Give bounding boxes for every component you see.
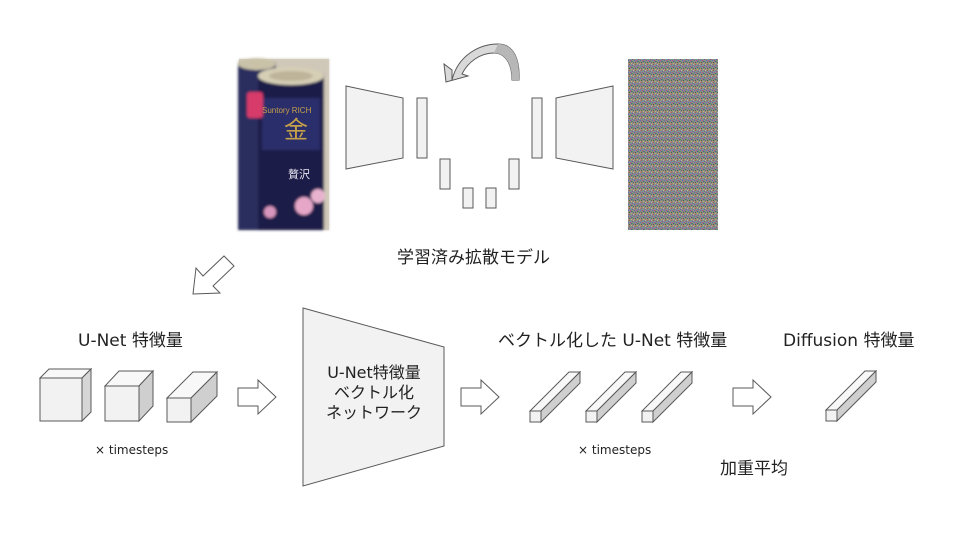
encoder-trapezoid <box>345 85 404 170</box>
can-kanji-sub: 贅沢 <box>288 167 310 181</box>
input-photo: 金 Suntory RICH 贅沢 <box>238 58 329 230</box>
diffusion-features-label: Diffusion 特徴量 <box>783 331 915 351</box>
arrow-right-1-icon <box>237 378 277 416</box>
curved-arrow-icon <box>443 43 520 83</box>
network-line-2: ベクトル化 <box>333 383 414 402</box>
vector-bar-2 <box>584 370 638 424</box>
unet-block-left-2 <box>439 158 451 190</box>
weighted-average-label: 加重平均 <box>720 459 788 479</box>
unet-block-bottom-1 <box>462 187 474 209</box>
network-line-1: U-Net特徴量 <box>327 363 421 382</box>
feature-cube-2 <box>103 369 155 423</box>
unet-block-right-2 <box>508 158 520 190</box>
unet-schematic <box>345 85 614 209</box>
timesteps-left-label: × timesteps <box>95 443 169 457</box>
vector-bar-1 <box>528 370 582 424</box>
unet-features-label: U-Net 特徴量 <box>78 331 183 351</box>
unet-block-bottom-2 <box>485 187 497 209</box>
can-kanji-gold: 金 <box>284 116 308 144</box>
decoder-trapezoid <box>555 85 614 170</box>
feature-cube-3 <box>165 370 219 424</box>
unet-block-left-1 <box>416 97 428 159</box>
pretrained-model-label: 学習済み拡散モデル <box>397 248 550 268</box>
unet-feature-cubes <box>38 367 219 424</box>
arrow-right-2-icon <box>460 378 500 416</box>
vector-bar-3 <box>640 370 694 424</box>
vectorized-feature-bars <box>528 370 694 424</box>
vectorized-features-label: ベクトル化した U-Net 特徴量 <box>498 331 728 351</box>
down-left-arrow-icon <box>192 255 235 295</box>
network-line-3: ネットワーク <box>325 403 422 422</box>
feature-cube-1 <box>38 367 93 423</box>
diffusion-feature-bar <box>824 369 878 423</box>
timesteps-right-label: × timesteps <box>578 443 652 457</box>
can-brand-text: Suntory RICH <box>262 106 312 115</box>
noise-image <box>628 59 718 230</box>
arrow-right-3-icon <box>732 378 772 416</box>
network-label: U-Net特徴量 ベクトル化 ネットワーク <box>305 363 443 423</box>
vectorize-network-trapezoid <box>302 307 445 487</box>
unet-block-right-1 <box>531 97 543 159</box>
